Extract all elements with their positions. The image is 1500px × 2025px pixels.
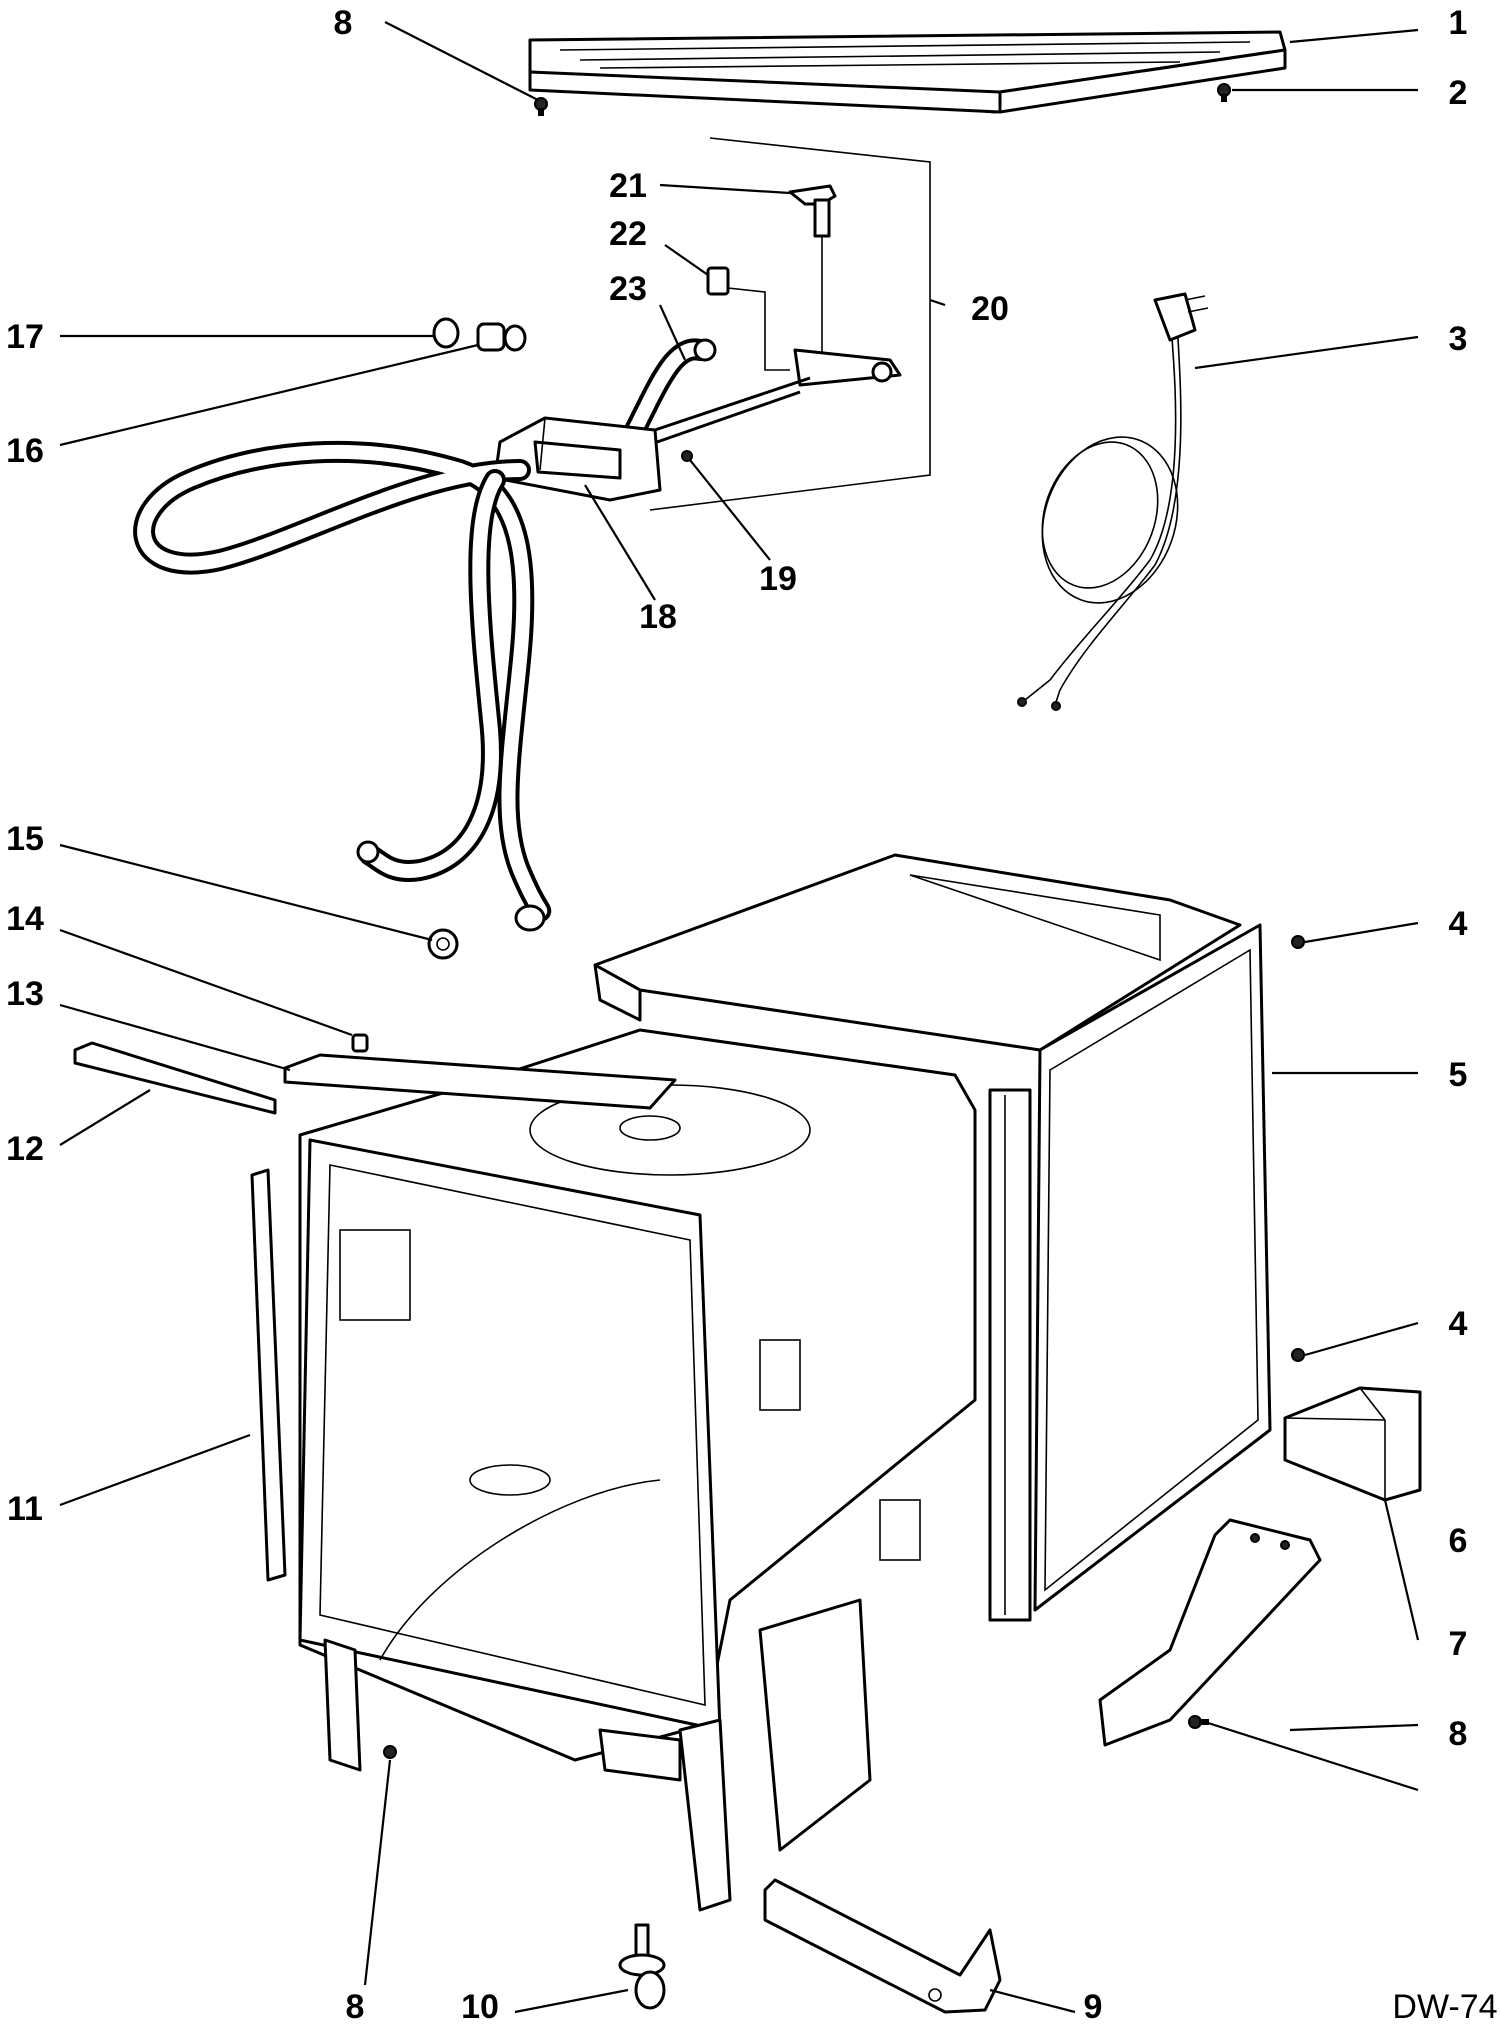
callout-8: 8 — [334, 4, 353, 42]
callout-16: 16 — [6, 432, 44, 470]
callout-4: 4 — [1449, 905, 1468, 943]
part-8-screw-top — [534, 97, 548, 116]
callout-22: 22 — [609, 215, 647, 253]
part-7-rail — [1098, 1518, 1322, 1747]
part-10-caster — [618, 1923, 666, 2010]
part-9-bracket — [763, 1878, 1002, 2014]
part-5-cabinet — [593, 853, 1272, 1622]
part-11-side-strip — [250, 1168, 287, 1582]
callout-2: 2 — [1449, 74, 1468, 112]
callout-23: 23 — [609, 270, 647, 308]
callout-11: 11 — [7, 1490, 43, 1528]
part-6-block — [1283, 1386, 1422, 1502]
callout-8: 8 — [1449, 1715, 1468, 1753]
callout-6: 6 — [1449, 1522, 1468, 1560]
part-8-screw-left — [383, 1745, 397, 1759]
callout-21: 21 — [609, 167, 647, 205]
part-16-fitting — [476, 322, 527, 352]
callout-12: 12 — [6, 1130, 44, 1168]
callout-14: 14 — [6, 900, 44, 938]
part-12-strip — [73, 1041, 277, 1115]
part-3-power-cord — [1017, 292, 1209, 711]
diagram-code: DW-74 — [1392, 1988, 1497, 2025]
part-4-screw-lower — [1291, 1348, 1305, 1362]
callout-4: 4 — [1449, 1305, 1468, 1343]
callout-5: 5 — [1449, 1056, 1468, 1094]
callout-8: 8 — [346, 1988, 365, 2025]
callout-9: 9 — [1084, 1988, 1103, 2025]
callout-13: 13 — [6, 975, 44, 1013]
callout-20: 20 — [971, 290, 1009, 328]
part-8-screw-right — [1188, 1715, 1209, 1729]
part-19-valve-tube — [639, 348, 902, 450]
callout-1: 1 — [1449, 4, 1468, 42]
part-1-top-board — [528, 30, 1287, 114]
leader-lines — [59, 21, 1420, 2014]
callout-18: 18 — [639, 598, 677, 636]
callout-7: 7 — [1449, 1625, 1468, 1663]
drain-hose — [133, 440, 552, 932]
part-2-screw — [1217, 83, 1231, 102]
callout-17: 17 — [6, 318, 44, 356]
part-14-screw — [351, 1033, 369, 1053]
callout-labels: 1 2 3 4 4 5 6 7 8 8 8 9 10 11 12 13 14 1… — [6, 4, 1498, 2025]
callout-15: 15 — [6, 820, 44, 858]
part-15-nut — [427, 928, 459, 960]
callout-10: 10 — [461, 1988, 499, 2025]
part-17-ring — [432, 317, 460, 349]
part-13-bracket — [283, 1053, 677, 1110]
callout-3: 3 — [1449, 320, 1468, 358]
callout-19: 19 — [759, 560, 797, 598]
part-20-inlet-assembly — [493, 137, 946, 511]
part-4-screw-upper — [1291, 935, 1305, 949]
tub — [298, 1028, 977, 1912]
part-18-housing — [493, 416, 662, 502]
part-22-clip — [706, 266, 790, 371]
part-21-lever — [788, 184, 837, 355]
